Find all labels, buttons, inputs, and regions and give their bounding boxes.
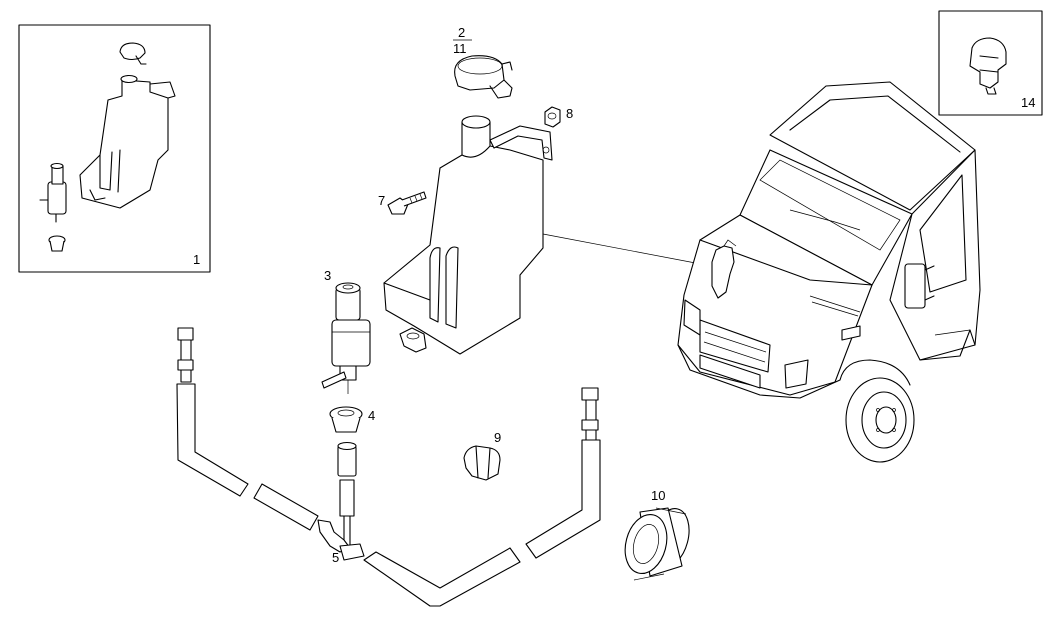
inset-frame-1 — [18, 24, 211, 273]
truck-illustration — [677, 81, 981, 463]
inset-grommet — [48, 235, 66, 252]
bolt: 7 — [378, 191, 427, 215]
callout-5: 5 — [332, 550, 339, 565]
callout-4: 4 — [368, 408, 375, 423]
inset-reservoir — [79, 74, 176, 209]
reservoir-cap: 2 11 — [453, 25, 513, 99]
washer-reservoir — [383, 115, 553, 355]
callout-3: 3 — [324, 268, 331, 283]
leader-line — [542, 233, 707, 266]
inset-pump — [39, 162, 67, 223]
callout-2: 2 — [458, 25, 465, 40]
callout-8: 8 — [566, 106, 573, 121]
inset-assembly-1: 1 — [18, 24, 211, 273]
nut: 8 — [544, 106, 573, 128]
callout-7: 7 — [378, 193, 385, 208]
callout-9: 9 — [494, 430, 501, 445]
hose-clip: 9 — [463, 430, 501, 481]
inset-cap — [119, 42, 147, 65]
callout-1: 1 — [193, 252, 200, 267]
washer-pump: 3 — [321, 268, 371, 394]
callout-11: 11 — [453, 41, 467, 56]
inset-clip-14: 14 — [938, 10, 1043, 116]
pump-grommet: 4 — [329, 406, 375, 433]
rubber-grommet: 10 — [624, 488, 690, 581]
inset-frame-14 — [938, 10, 1043, 116]
callout-14: 14 — [1021, 95, 1035, 110]
callout-10: 10 — [651, 488, 665, 503]
washer-hose-assembly: 5 — [176, 327, 601, 607]
